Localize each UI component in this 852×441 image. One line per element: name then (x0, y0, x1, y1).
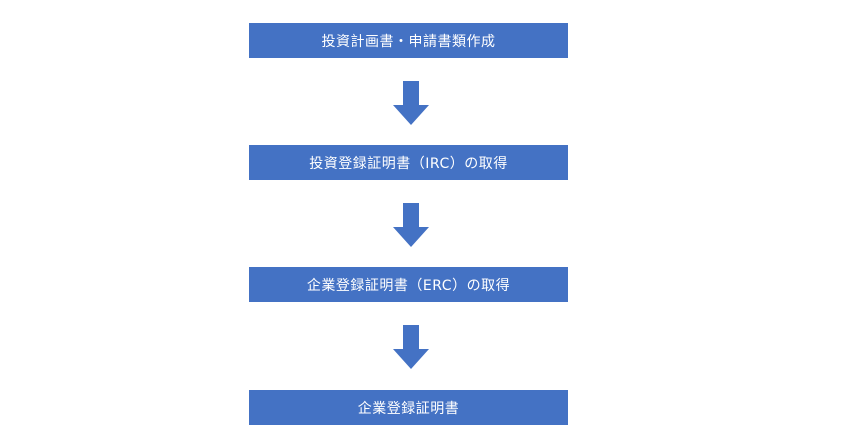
step-label: 投資計画書・申請書類作成 (321, 33, 496, 50)
step-box-investment-plan: 投資計画書・申請書類作成 (249, 23, 568, 58)
down-arrow-icon (393, 81, 429, 125)
down-arrow-shape (393, 81, 429, 125)
step-label: 企業登録証明書（ERC）の取得 (306, 277, 511, 294)
down-arrow-icon (393, 325, 429, 369)
down-arrow-icon (393, 203, 429, 247)
step-box-erc: 企業登録証明書（ERC）の取得 (249, 267, 568, 302)
step-label: 企業登録証明書 (357, 400, 460, 417)
down-arrow-shape (393, 325, 429, 369)
step-box-enterprise-registration: 企業登録証明書 (249, 390, 568, 425)
step-box-irc: 投資登録証明書（IRC）の取得 (249, 145, 568, 180)
step-label: 投資登録証明書（IRC）の取得 (309, 155, 508, 172)
down-arrow-shape (393, 203, 429, 247)
